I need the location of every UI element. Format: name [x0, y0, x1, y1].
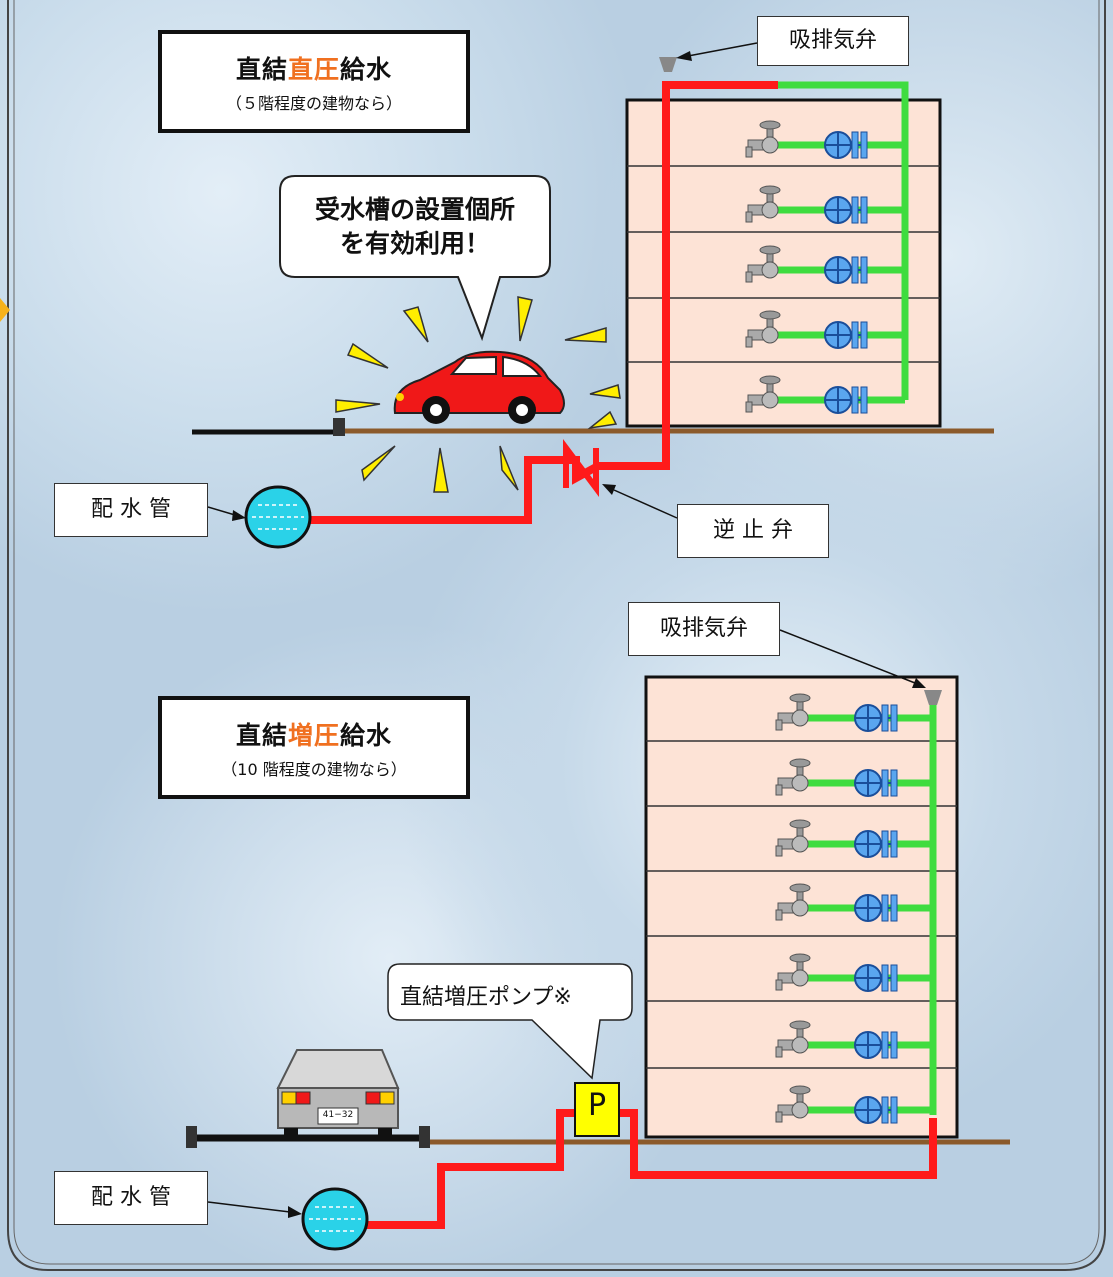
speech-bubble [279, 175, 551, 342]
faucet-meter-icon [775, 883, 898, 922]
faucet-meter-icon [745, 310, 868, 349]
outer-frame-inner [13, 0, 1100, 1265]
arrow-airvalve-bottom [779, 629, 916, 684]
arrow-airvalve-top [687, 42, 758, 57]
air-valve-bottom-icon [924, 690, 942, 705]
faucet-meter-icon [775, 758, 898, 797]
faucet-meter-icon [775, 953, 898, 992]
pump-label: 直結増圧ポンプ※ [400, 985, 572, 1010]
faucet-meter-icon [775, 693, 898, 732]
arrow-pipe-top [207, 506, 236, 516]
distribution-pipe-label-top: 配 水 管 [54, 483, 208, 537]
fixtures-bottom [775, 693, 898, 1124]
faucet-meter-icon [775, 1020, 898, 1059]
floor-lines-bottom [646, 740, 957, 1069]
red-pipe-bottom-left [362, 1109, 575, 1229]
air-valve-label-bottom: 吸排気弁 [628, 602, 780, 656]
car-top [393, 350, 565, 424]
pump-letter: P [587, 1088, 607, 1123]
faucet-meter-icon [745, 375, 868, 414]
water-lines-top [252, 504, 304, 530]
faucet-meter-icon [745, 245, 868, 284]
title-bottom: 直結増圧給水 [235, 721, 393, 750]
pump-callout [387, 963, 633, 1080]
fixtures-top [745, 120, 868, 414]
bubble-text: 受水槽の設置個所 を有効利用！ [280, 193, 550, 261]
title-box-top: 直結直圧給水 （５階程度の建物なら） [158, 30, 470, 133]
faucet-meter-icon [745, 120, 868, 159]
title-box-bottom: 直結増圧給水 （10 階程度の建物なら） [158, 696, 470, 799]
water-main-top [244, 485, 312, 549]
red-pipe-top [308, 81, 778, 524]
floor-lines-top [627, 165, 940, 363]
check-valve-label: 逆 止 弁 [677, 504, 829, 558]
emphasis-spikes [335, 296, 621, 493]
check-valve-icon [563, 439, 599, 497]
air-valve-top-icon [659, 57, 677, 72]
booster-pump-icon [574, 1082, 620, 1137]
water-main-bottom [301, 1187, 369, 1251]
arrow-checkvalve [613, 489, 678, 519]
side-arrow-icon [0, 298, 10, 322]
title-top: 直結直圧給水 [235, 55, 393, 84]
building-top [625, 98, 942, 428]
subtitle-bottom: （10 階程度の建物なら） [221, 760, 407, 779]
subtitle-top: （５階程度の建物なら） [225, 94, 402, 113]
car-bottom [276, 1049, 400, 1140]
outer-frame [7, 0, 1106, 1271]
bubble-line-2: を有効利用！ [339, 229, 490, 258]
distribution-pipe-label-bottom: 配 水 管 [54, 1171, 208, 1225]
bubble-line-1: 受水槽の設置個所 [314, 195, 515, 224]
arrow-pipe-bottom [207, 1201, 291, 1213]
faucet-meter-icon [775, 1085, 898, 1124]
red-pipe-bottom-right [617, 1109, 937, 1179]
curb-top [333, 418, 345, 436]
air-valve-label-top: 吸排気弁 [757, 16, 909, 66]
faucet-meter-icon [745, 185, 868, 224]
faucet-meter-icon [775, 819, 898, 858]
license-plate: 41−32 [322, 1110, 354, 1120]
